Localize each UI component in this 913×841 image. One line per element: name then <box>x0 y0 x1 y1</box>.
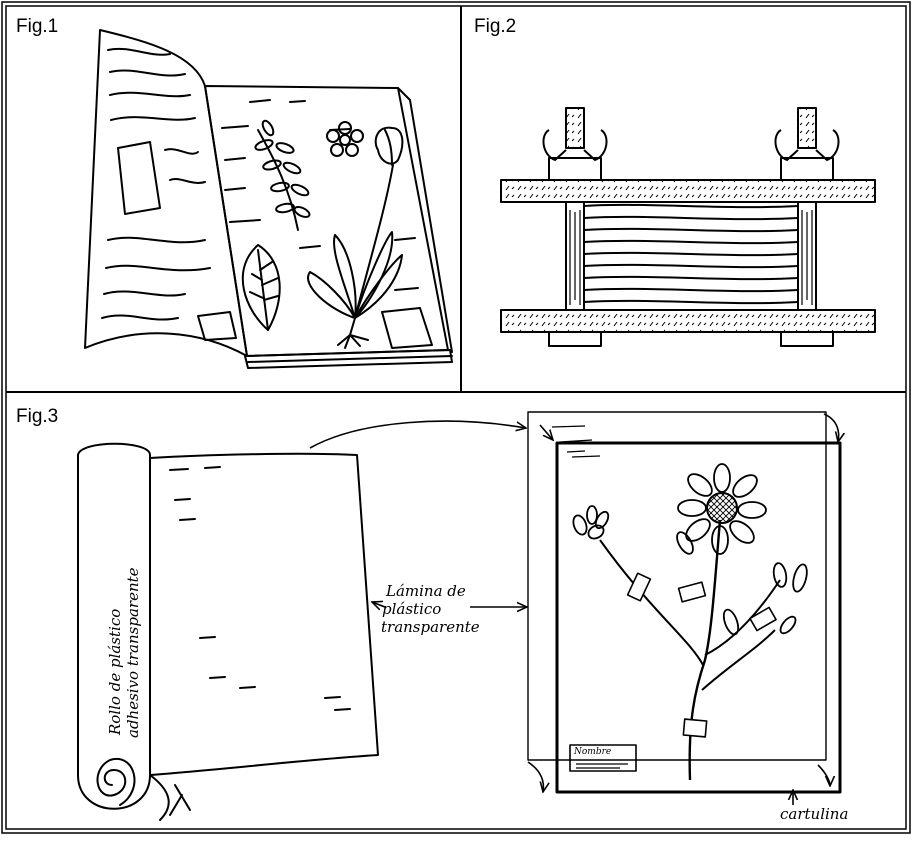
roll-label-line2: adhesivo transparente <box>124 567 142 738</box>
name-tag-label: Nombre <box>574 747 612 757</box>
sheet-label-line2: plástico <box>382 600 442 618</box>
fig3-roll-drawing <box>77 442 379 821</box>
fig1-label: Fig.1 <box>16 16 58 37</box>
fig1-book-drawing <box>84 29 453 369</box>
fig3-mount-drawing <box>527 411 842 794</box>
sheet-label-line1: Lámina de <box>386 582 466 600</box>
fig3-label: Fig.3 <box>16 406 58 427</box>
fig2-press-drawing <box>500 107 876 347</box>
card-label: cartulina <box>780 805 849 823</box>
sheet-label-line3: transparente <box>381 618 480 636</box>
fig2-label: Fig.2 <box>474 16 516 37</box>
fig2-screw-threads <box>569 210 813 305</box>
roll-label-line1: Rollo de plástico <box>106 608 124 735</box>
